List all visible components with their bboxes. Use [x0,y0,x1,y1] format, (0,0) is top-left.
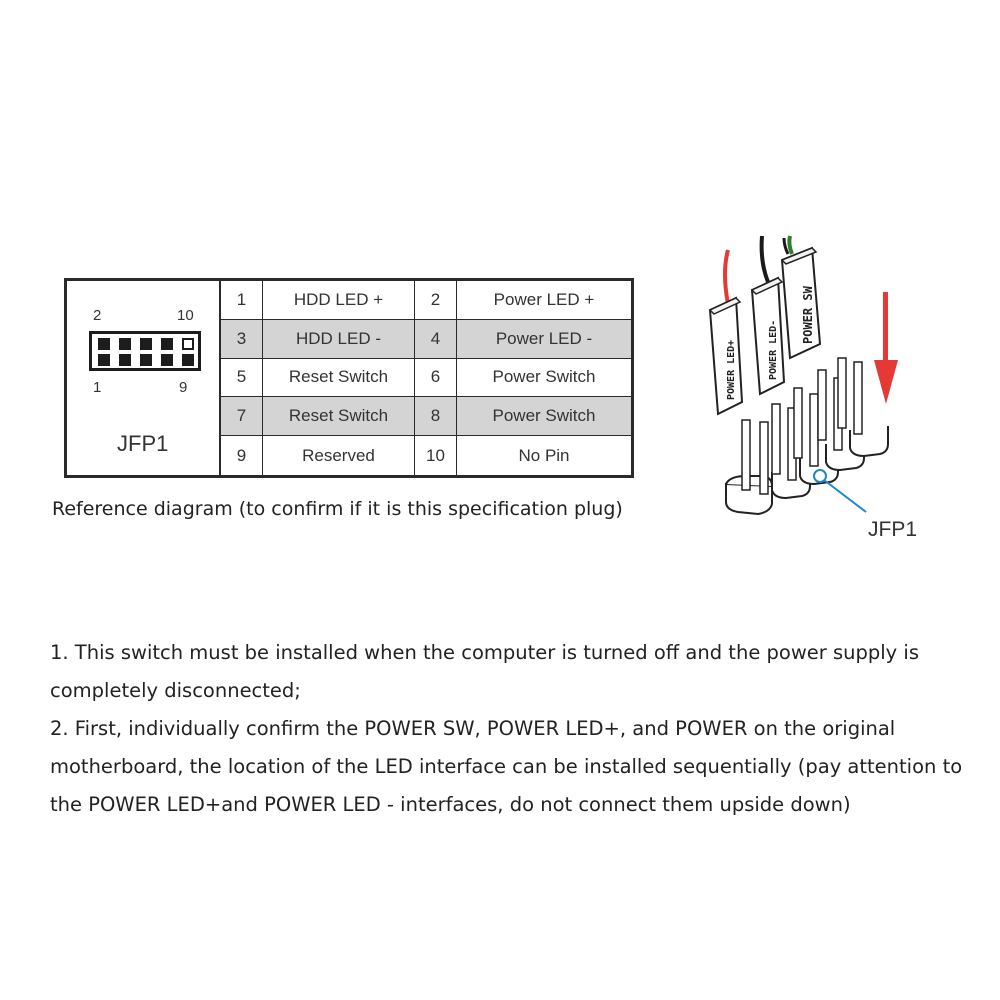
pin-assignment-table: 2 10 1 9 JFP1 1 HDD LED + 2 Power LED + … [64,278,634,478]
black-wire [759,235,770,283]
pin-function-cell: HDD LED - [263,319,415,359]
header-label: JFP1 [117,431,169,456]
pin-number-cell: 5 [221,358,263,398]
pin-number-cell: 3 [221,319,263,359]
callout-marker [813,469,827,483]
pin-number-top-right: 10 [177,307,194,324]
pin-number-cell: 9 [221,436,263,475]
plug-label-power-sw: POWER SW [801,285,815,344]
pin-function-cell: HDD LED + [263,281,415,320]
plug-label-power-led-minus: POWER LED- [768,320,779,380]
plug-label-power-led-plus: POWER LED+ [726,340,737,400]
pin-number-cell: 4 [415,319,457,359]
pin-number-cell: 8 [415,397,457,437]
power-led-plus-plug: POWER LED+ [708,296,744,416]
pin-grid: 1 HDD LED + 2 Power LED + 3 HDD LED - 4 … [221,281,631,475]
pin-function-cell: Power Switch [457,397,631,437]
header-pins [741,357,863,495]
pin-function-cell: No Pin [518,445,570,465]
insert-direction-arrow-icon [874,292,898,404]
power-led-minus-plug: POWER LED- [750,276,786,396]
green-wire [787,235,794,255]
pin-number-cell: 10 [415,436,457,475]
header-label-jfp1: JFP1 [868,518,917,541]
red-wire [723,249,730,305]
pin-function-cell: Reserved [263,436,415,475]
instruction-step-2: 2. First, individually confirm the POWER… [50,717,963,816]
installation-instructions: 1. This switch must be installed when th… [50,634,970,824]
connector-illustration: POWER LED+ POWER LED- POWER SW [708,235,917,541]
pin-number-cell: 2 [415,281,457,320]
callout-line [823,479,867,513]
pin-function-cell: Power LED - [457,319,631,359]
power-sw-plug: POWER SW [780,246,822,360]
pin-number-cell: 7 [221,397,263,437]
pin-function-cell: Power LED + [457,281,631,320]
pin-function-cell: Reset Switch [263,397,415,437]
pin-function-cell: Reset Switch [263,358,415,398]
pin-number-bottom-left: 1 [93,379,102,396]
diagram-caption: Reference diagram (to confirm if it is t… [52,498,623,520]
pin-number-cell: 6 [415,358,457,398]
pin-function-cell: Power Switch [457,359,631,398]
pin-number-bottom-right: 9 [179,379,188,396]
pin-number-cell: 1 [221,281,263,320]
pin-header-icon [89,331,201,371]
jfp1-header-diagram: 2 10 1 9 JFP1 [67,281,221,475]
instruction-step-1: 1. This switch must be installed when th… [50,641,919,702]
pin-number-top-left: 2 [93,307,102,324]
